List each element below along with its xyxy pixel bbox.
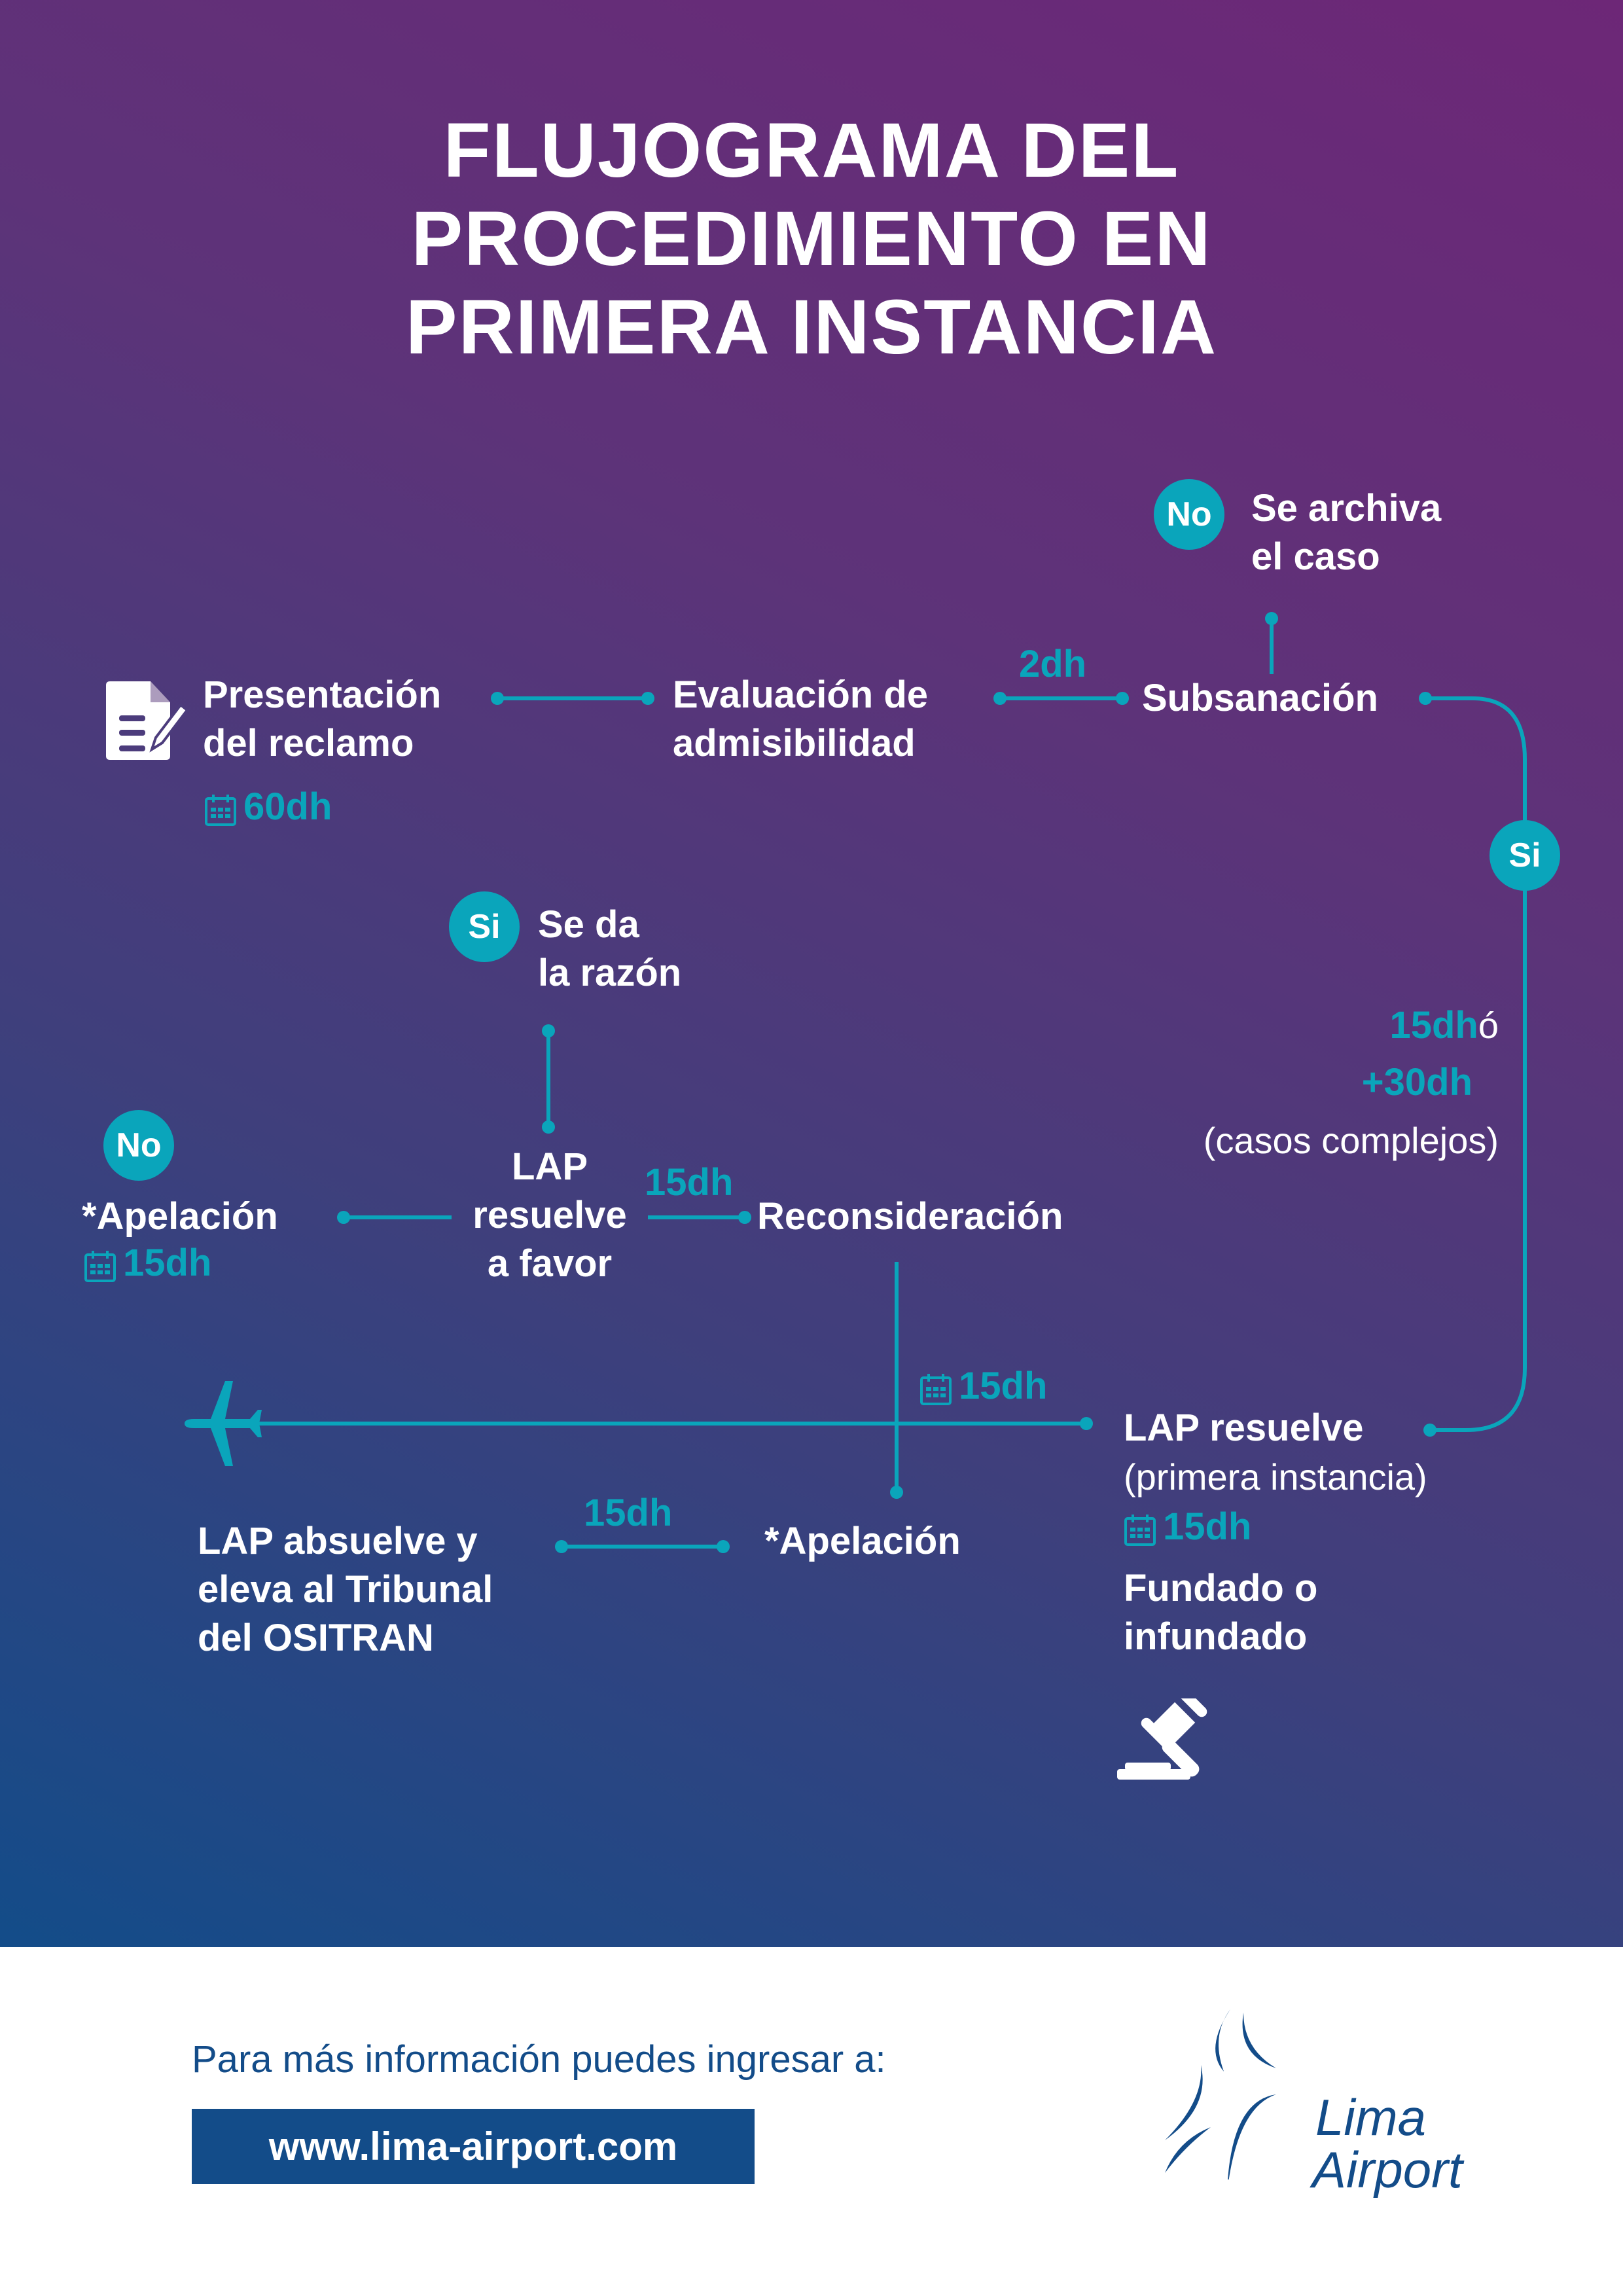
footer-info-text: Para más información puedes ingresar a: [192, 2038, 886, 2081]
favor-to-reconsideracion-duration: 15dh [645, 1161, 734, 1204]
archiva-line2: el caso [1251, 535, 1380, 578]
archiva-line1: Se archiva [1251, 487, 1442, 529]
presentacion-duration: 60dh [204, 784, 332, 830]
document-pen-icon [106, 681, 189, 760]
page-title-line1: FLUJOGRAMA DEL [443, 107, 1180, 194]
razon-line1: Se da [538, 903, 639, 946]
logo-text-lima: Lima [1315, 2089, 1427, 2146]
page-title-line3: PRIMERA INSTANCIA [405, 284, 1218, 370]
website-link[interactable]: www.lima-airport.com [192, 2109, 755, 2184]
lap-favor-line2: resuelve [473, 1194, 627, 1236]
lap-resuelve-result-line1: Fundado o [1124, 1567, 1318, 1609]
absuelve-line2: eleva al Tribunal [198, 1568, 493, 1611]
lap-resuelve-result-line2: infundado [1124, 1615, 1308, 1658]
lap-resuelve-line1: LAP resuelve [1124, 1407, 1364, 1449]
gavel-icon [1117, 1698, 1207, 1780]
apelacion-left-duration: 15dh [84, 1240, 211, 1286]
calendar-icon [920, 1373, 952, 1405]
evaluacion-line2: admisibilidad [673, 722, 916, 764]
gradient-background [0, 0, 1623, 1947]
lap-favor-line1: LAP [512, 1145, 588, 1188]
airplane-icon [185, 1381, 262, 1466]
flow-connectors [223, 612, 1527, 1553]
lap-favor-line3: a favor [487, 1242, 613, 1285]
page-title-line2: PROCEDIMIENTO EN [411, 196, 1212, 282]
calendar-icon [1124, 1514, 1156, 1546]
absuelve-line1: LAP absuelve y [198, 1520, 478, 1562]
lap-resuelve-duration: 15dh [1124, 1504, 1251, 1550]
lima-airport-logo-icon [1165, 2009, 1276, 2179]
evaluacion-line1: Evaluación de [673, 673, 929, 716]
razon-line2: la razón [538, 952, 682, 994]
si-badge-razon: Si [449, 891, 520, 962]
subsanacion-label: Subsanación [1142, 677, 1378, 719]
calendar-icon [84, 1250, 116, 1282]
reconsideracion-label: Reconsideración [757, 1195, 1063, 1238]
apelacion-bottom-label: *Apelación [764, 1520, 961, 1562]
logo-text-airport: Airport [1312, 2141, 1463, 2198]
calendar-icon [205, 794, 236, 826]
presentacion-line2: del reclamo [203, 722, 414, 764]
no-badge-archiva: No [1154, 479, 1224, 550]
apelacion-to-absuelve-duration: 15dh [584, 1492, 673, 1534]
reconsideracion-duration: 15dh [919, 1363, 1047, 1409]
presentacion-line1: Presentación [203, 673, 442, 716]
evaluacion-to-subsanacion-duration: 2dh [1019, 643, 1087, 685]
lap-resuelve-line2: (primera instancia) [1124, 1456, 1427, 1498]
absuelve-line3: del OSITRAN [198, 1617, 434, 1659]
si-badge-right: Si [1489, 820, 1560, 891]
no-badge-apelacion: No [103, 1110, 174, 1181]
plazo-resolucion: 15dhó +30dh (casos complejos) [1203, 1004, 1499, 1161]
apelacion-left-label: *Apelación [82, 1195, 278, 1238]
